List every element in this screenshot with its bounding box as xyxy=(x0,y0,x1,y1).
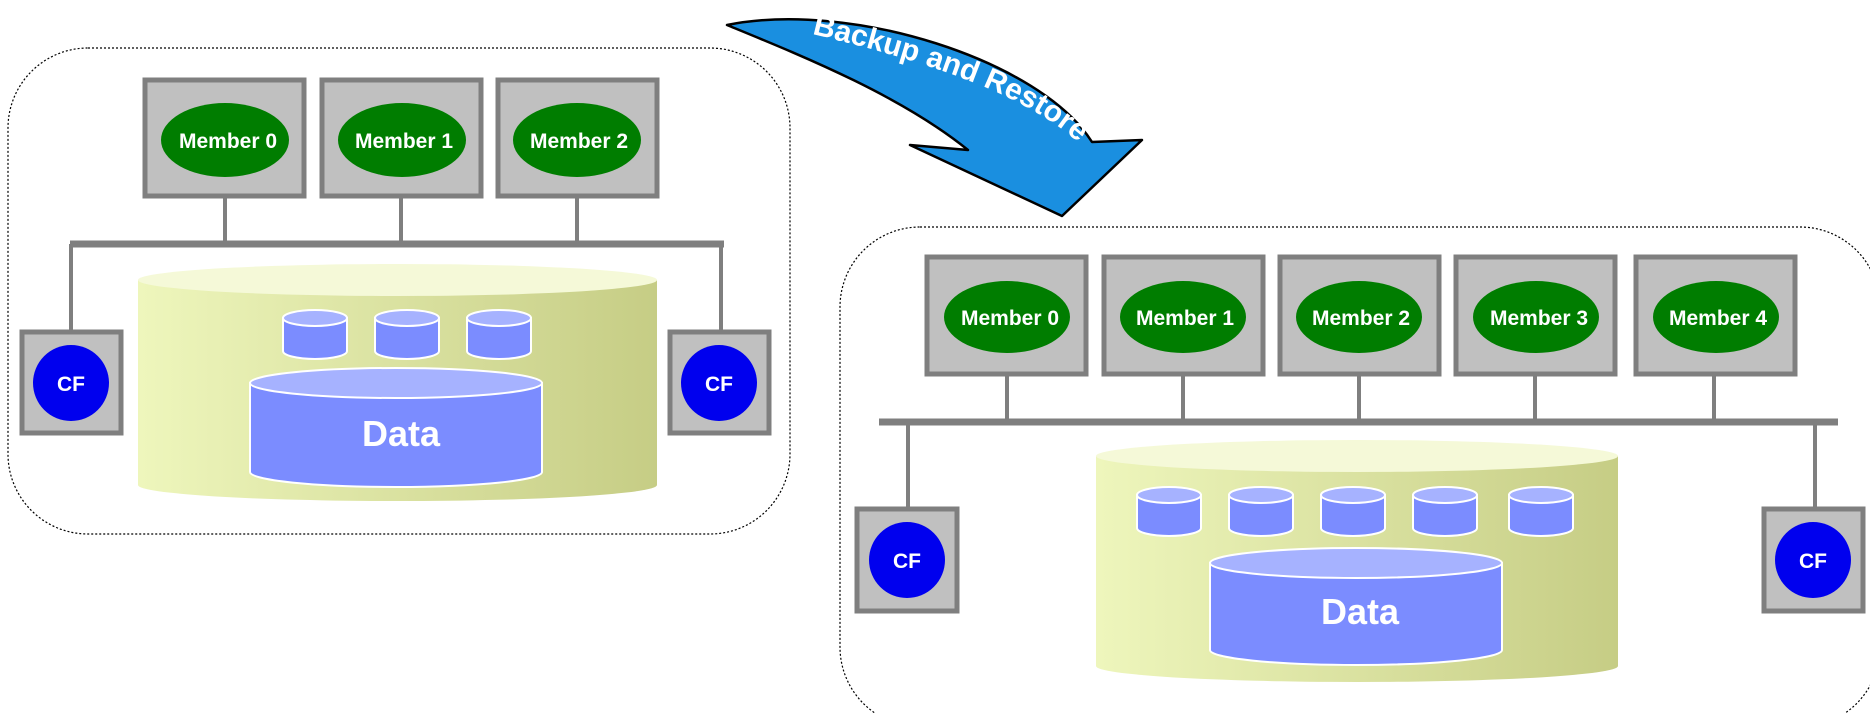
database-cylinder: Data xyxy=(138,264,657,502)
member-node: Member 1 xyxy=(1101,254,1266,377)
cf-node: CF xyxy=(854,506,960,614)
cf-node: CF xyxy=(19,329,124,436)
backup-restore-arrow: Backup and Restore xyxy=(725,9,1144,218)
small-disk xyxy=(1228,486,1294,537)
curved-arrow-icon xyxy=(725,18,1144,218)
member-node: Member 2 xyxy=(1277,254,1442,377)
member-label: Member 0 xyxy=(961,307,1059,330)
member-label: Member 2 xyxy=(1312,307,1410,330)
cluster-boundary xyxy=(7,47,791,535)
database-top xyxy=(138,264,657,296)
member-node: Member 3 xyxy=(1453,254,1618,377)
cf-node: CF xyxy=(1761,506,1866,614)
cluster-target: Data Member 0 Member 1 Member 2 Member 3… xyxy=(839,226,1870,713)
data-label: Data xyxy=(362,413,441,454)
small-disk xyxy=(282,309,348,360)
cf-label: CF xyxy=(705,373,733,396)
small-disk xyxy=(374,309,440,360)
cf-label: CF xyxy=(1799,550,1827,573)
data-disk: Data xyxy=(1209,547,1503,666)
small-disk xyxy=(1320,486,1386,537)
cf-label: CF xyxy=(57,373,85,396)
small-disk xyxy=(1136,486,1202,537)
cluster-source: Data Member 0 Member 1 Member 2 CF CF xyxy=(7,47,791,535)
member-node: Member 2 xyxy=(495,77,660,199)
data-disk: Data xyxy=(249,367,543,488)
small-disk xyxy=(1412,486,1478,537)
member-label: Member 0 xyxy=(179,130,277,153)
cf-node: CF xyxy=(667,329,772,436)
data-label: Data xyxy=(1321,591,1400,632)
member-label: Member 4 xyxy=(1669,307,1767,330)
database-cylinder: Data xyxy=(1096,440,1618,682)
member-label: Member 2 xyxy=(530,130,628,153)
cf-label: CF xyxy=(893,550,921,573)
small-disk xyxy=(466,309,532,360)
member-node: Member 0 xyxy=(142,77,307,199)
member-label: Member 3 xyxy=(1490,307,1588,330)
small-disk xyxy=(1508,486,1574,537)
member-label: Member 1 xyxy=(355,130,453,153)
member-node: Member 0 xyxy=(924,254,1089,377)
member-node: Member 1 xyxy=(319,77,484,199)
database-top xyxy=(1096,440,1618,472)
member-node: Member 4 xyxy=(1633,254,1798,377)
member-label: Member 1 xyxy=(1136,307,1234,330)
cluster-boundary xyxy=(839,226,1870,713)
